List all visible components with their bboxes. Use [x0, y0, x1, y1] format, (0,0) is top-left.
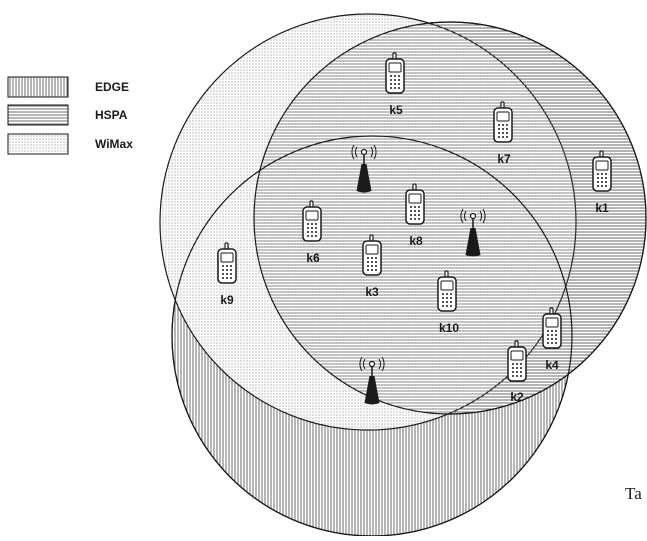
terminal-k4: k4 — [542, 307, 562, 372]
terminal-k8: k8 — [405, 183, 425, 248]
clipped-caption-text: Ta — [625, 484, 642, 503]
mobile-phone-icon — [362, 234, 382, 276]
mobile-phone-icon — [217, 242, 237, 284]
terminal-k7: k7 — [493, 101, 513, 166]
legend-label-edge: EDGE — [95, 80, 129, 94]
terminal-k10: k10 — [437, 270, 459, 335]
mobile-phone-icon — [493, 101, 513, 143]
terminal-k5: k5 — [385, 52, 405, 117]
terminal-label-k5: k5 — [389, 103, 403, 117]
terminal-label-k6: k6 — [306, 251, 320, 265]
legend-label-wimax: WiMax — [95, 137, 133, 151]
legend-swatch-wimax — [7, 133, 69, 155]
mobile-phone-icon — [437, 270, 457, 312]
terminal-k3: k3 — [362, 234, 382, 299]
terminals: k1 k2 k3 k4 k5 k6 k7 k8 — [217, 52, 612, 404]
terminal-label-k4: k4 — [545, 358, 559, 372]
legend: EDGE HSPA WiMax — [7, 76, 133, 155]
legend-swatch-edge — [7, 76, 69, 98]
legend-item-hspa: HSPA — [7, 104, 128, 126]
terminal-k9: k9 — [217, 242, 237, 307]
terminal-label-k1: k1 — [595, 201, 609, 215]
terminal-k2: k2 — [507, 340, 527, 404]
mobile-phone-icon — [405, 183, 425, 225]
terminal-label-k10: k10 — [439, 321, 459, 335]
legend-item-edge: EDGE — [7, 76, 129, 98]
mobile-phone-icon — [507, 340, 527, 382]
terminal-label-k2: k2 — [510, 390, 524, 404]
mobile-phone-icon — [542, 307, 562, 349]
legend-label-hspa: HSPA — [95, 108, 128, 122]
legend-item-wimax: WiMax — [7, 133, 133, 155]
terminal-k6: k6 — [302, 200, 322, 265]
terminal-k1: k1 — [592, 150, 612, 215]
mobile-phone-icon — [385, 52, 405, 94]
mobile-phone-icon — [302, 200, 322, 242]
terminal-label-k9: k9 — [220, 293, 234, 307]
terminal-label-k3: k3 — [365, 285, 379, 299]
terminal-label-k7: k7 — [497, 152, 511, 166]
legend-swatch-hspa — [7, 104, 69, 126]
terminal-label-k8: k8 — [409, 234, 423, 248]
mobile-phone-icon — [592, 150, 612, 192]
